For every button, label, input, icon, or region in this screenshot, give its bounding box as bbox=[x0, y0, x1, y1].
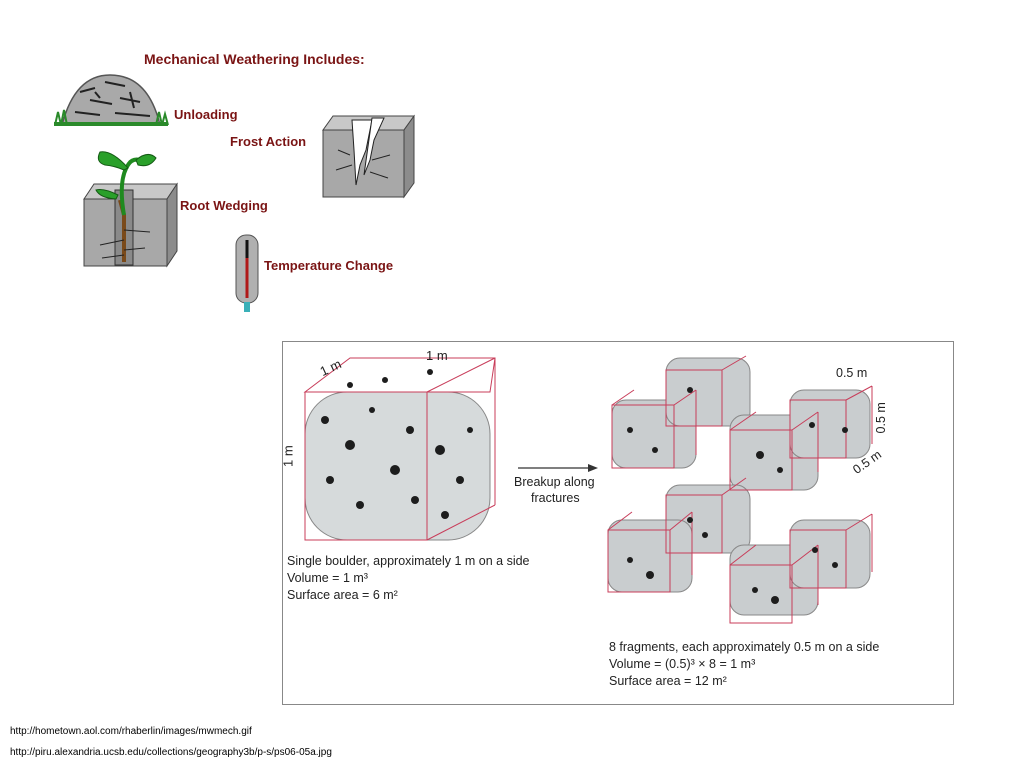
page-title: Mechanical Weathering Includes: bbox=[144, 51, 365, 67]
dimension-label-1m: 1 m bbox=[280, 445, 296, 467]
fragments-caption: 8 fragments, each approximately 0.5 m on… bbox=[609, 640, 880, 654]
arrow-caption-line1: Breakup along bbox=[514, 475, 595, 489]
dimension-label-1m: 1 m bbox=[426, 348, 448, 363]
dimension-label-half-m: 0.5 m bbox=[873, 402, 888, 434]
dimension-label-half-m: 0.5 m bbox=[836, 366, 868, 380]
single-boulder-surface-area: Surface area = 6 m² bbox=[287, 588, 398, 602]
unloading-label: Unloading bbox=[174, 107, 238, 122]
frost-action-label: Frost Action bbox=[230, 134, 307, 149]
single-boulder-volume: Volume = 1 m³ bbox=[287, 571, 368, 585]
single-boulder-caption: Single boulder, approximately 1 m on a s… bbox=[287, 554, 530, 568]
fragments-volume: Volume = (0.5)³ × 8 = 1 m³ bbox=[609, 657, 756, 671]
fragments-surface-area: Surface area = 12 m² bbox=[609, 674, 727, 688]
arrow-caption-line2: fractures bbox=[531, 491, 580, 505]
source-link-1[interactable]: http://hometown.aol.com/rhaberlin/images… bbox=[10, 726, 252, 737]
temperature-change-label: Temperature Change bbox=[264, 258, 394, 273]
source-link-2[interactable]: http://piru.alexandria.ucsb.edu/collecti… bbox=[10, 747, 332, 758]
root-wedging-label: Root Wedging bbox=[180, 198, 268, 213]
